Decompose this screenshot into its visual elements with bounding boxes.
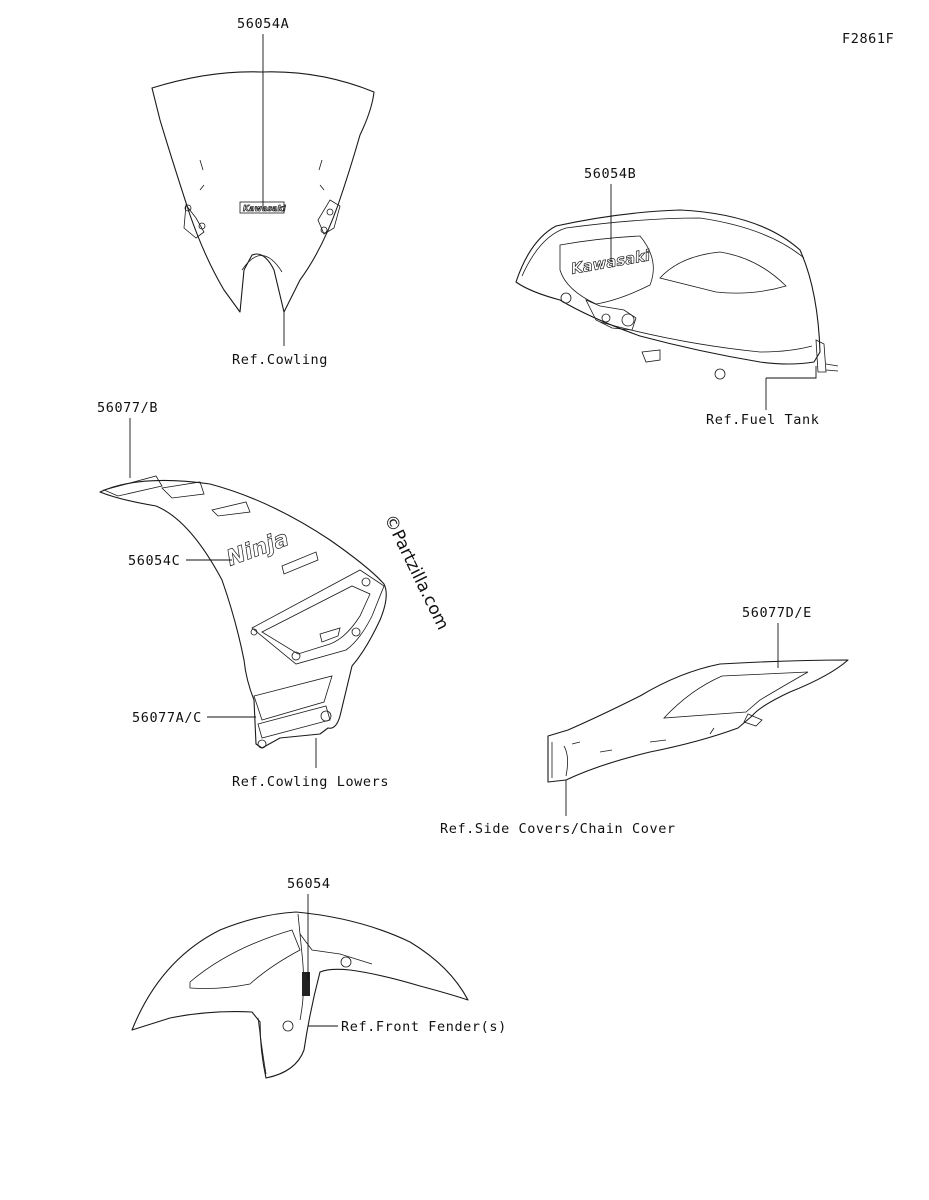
figure-code: F2861F	[842, 31, 894, 47]
cowl-decal-text: Ninja	[224, 526, 293, 571]
ref-cowling[interactable]: Ref.Cowling	[232, 352, 328, 368]
ref-side-covers[interactable]: Ref.Side Covers/Chain Cover	[440, 821, 676, 837]
label-56054C[interactable]: 56054C	[128, 553, 180, 569]
label-56077AC[interactable]: 56077A/C	[132, 710, 202, 726]
ref-fuel-tank[interactable]: Ref.Fuel Tank	[706, 412, 819, 428]
windscreen-decal-text: Kawasaki	[243, 204, 286, 213]
windscreen-drawing: Kawasaki	[151, 71, 375, 313]
watermark: ©Partzilla.com	[380, 511, 453, 633]
side-cover-drawing	[547, 659, 849, 783]
leader-ref-fuel-tank-2	[766, 366, 817, 379]
ref-front-fender[interactable]: Ref.Front Fender(s)	[341, 1019, 507, 1035]
label-56077DE[interactable]: 56077D/E	[742, 605, 812, 621]
side-cowl-drawing: Ninja	[99, 475, 387, 749]
label-56054[interactable]: 56054	[287, 876, 331, 892]
ref-cowling-lowers[interactable]: Ref.Cowling Lowers	[232, 774, 389, 790]
label-56054B[interactable]: 56054B	[584, 166, 636, 182]
label-56054A[interactable]: 56054A	[237, 16, 289, 32]
front-fender-drawing	[131, 911, 469, 1079]
fuel-tank-drawing: Kawasaki	[515, 209, 839, 380]
label-56077B[interactable]: 56077/B	[97, 400, 158, 416]
